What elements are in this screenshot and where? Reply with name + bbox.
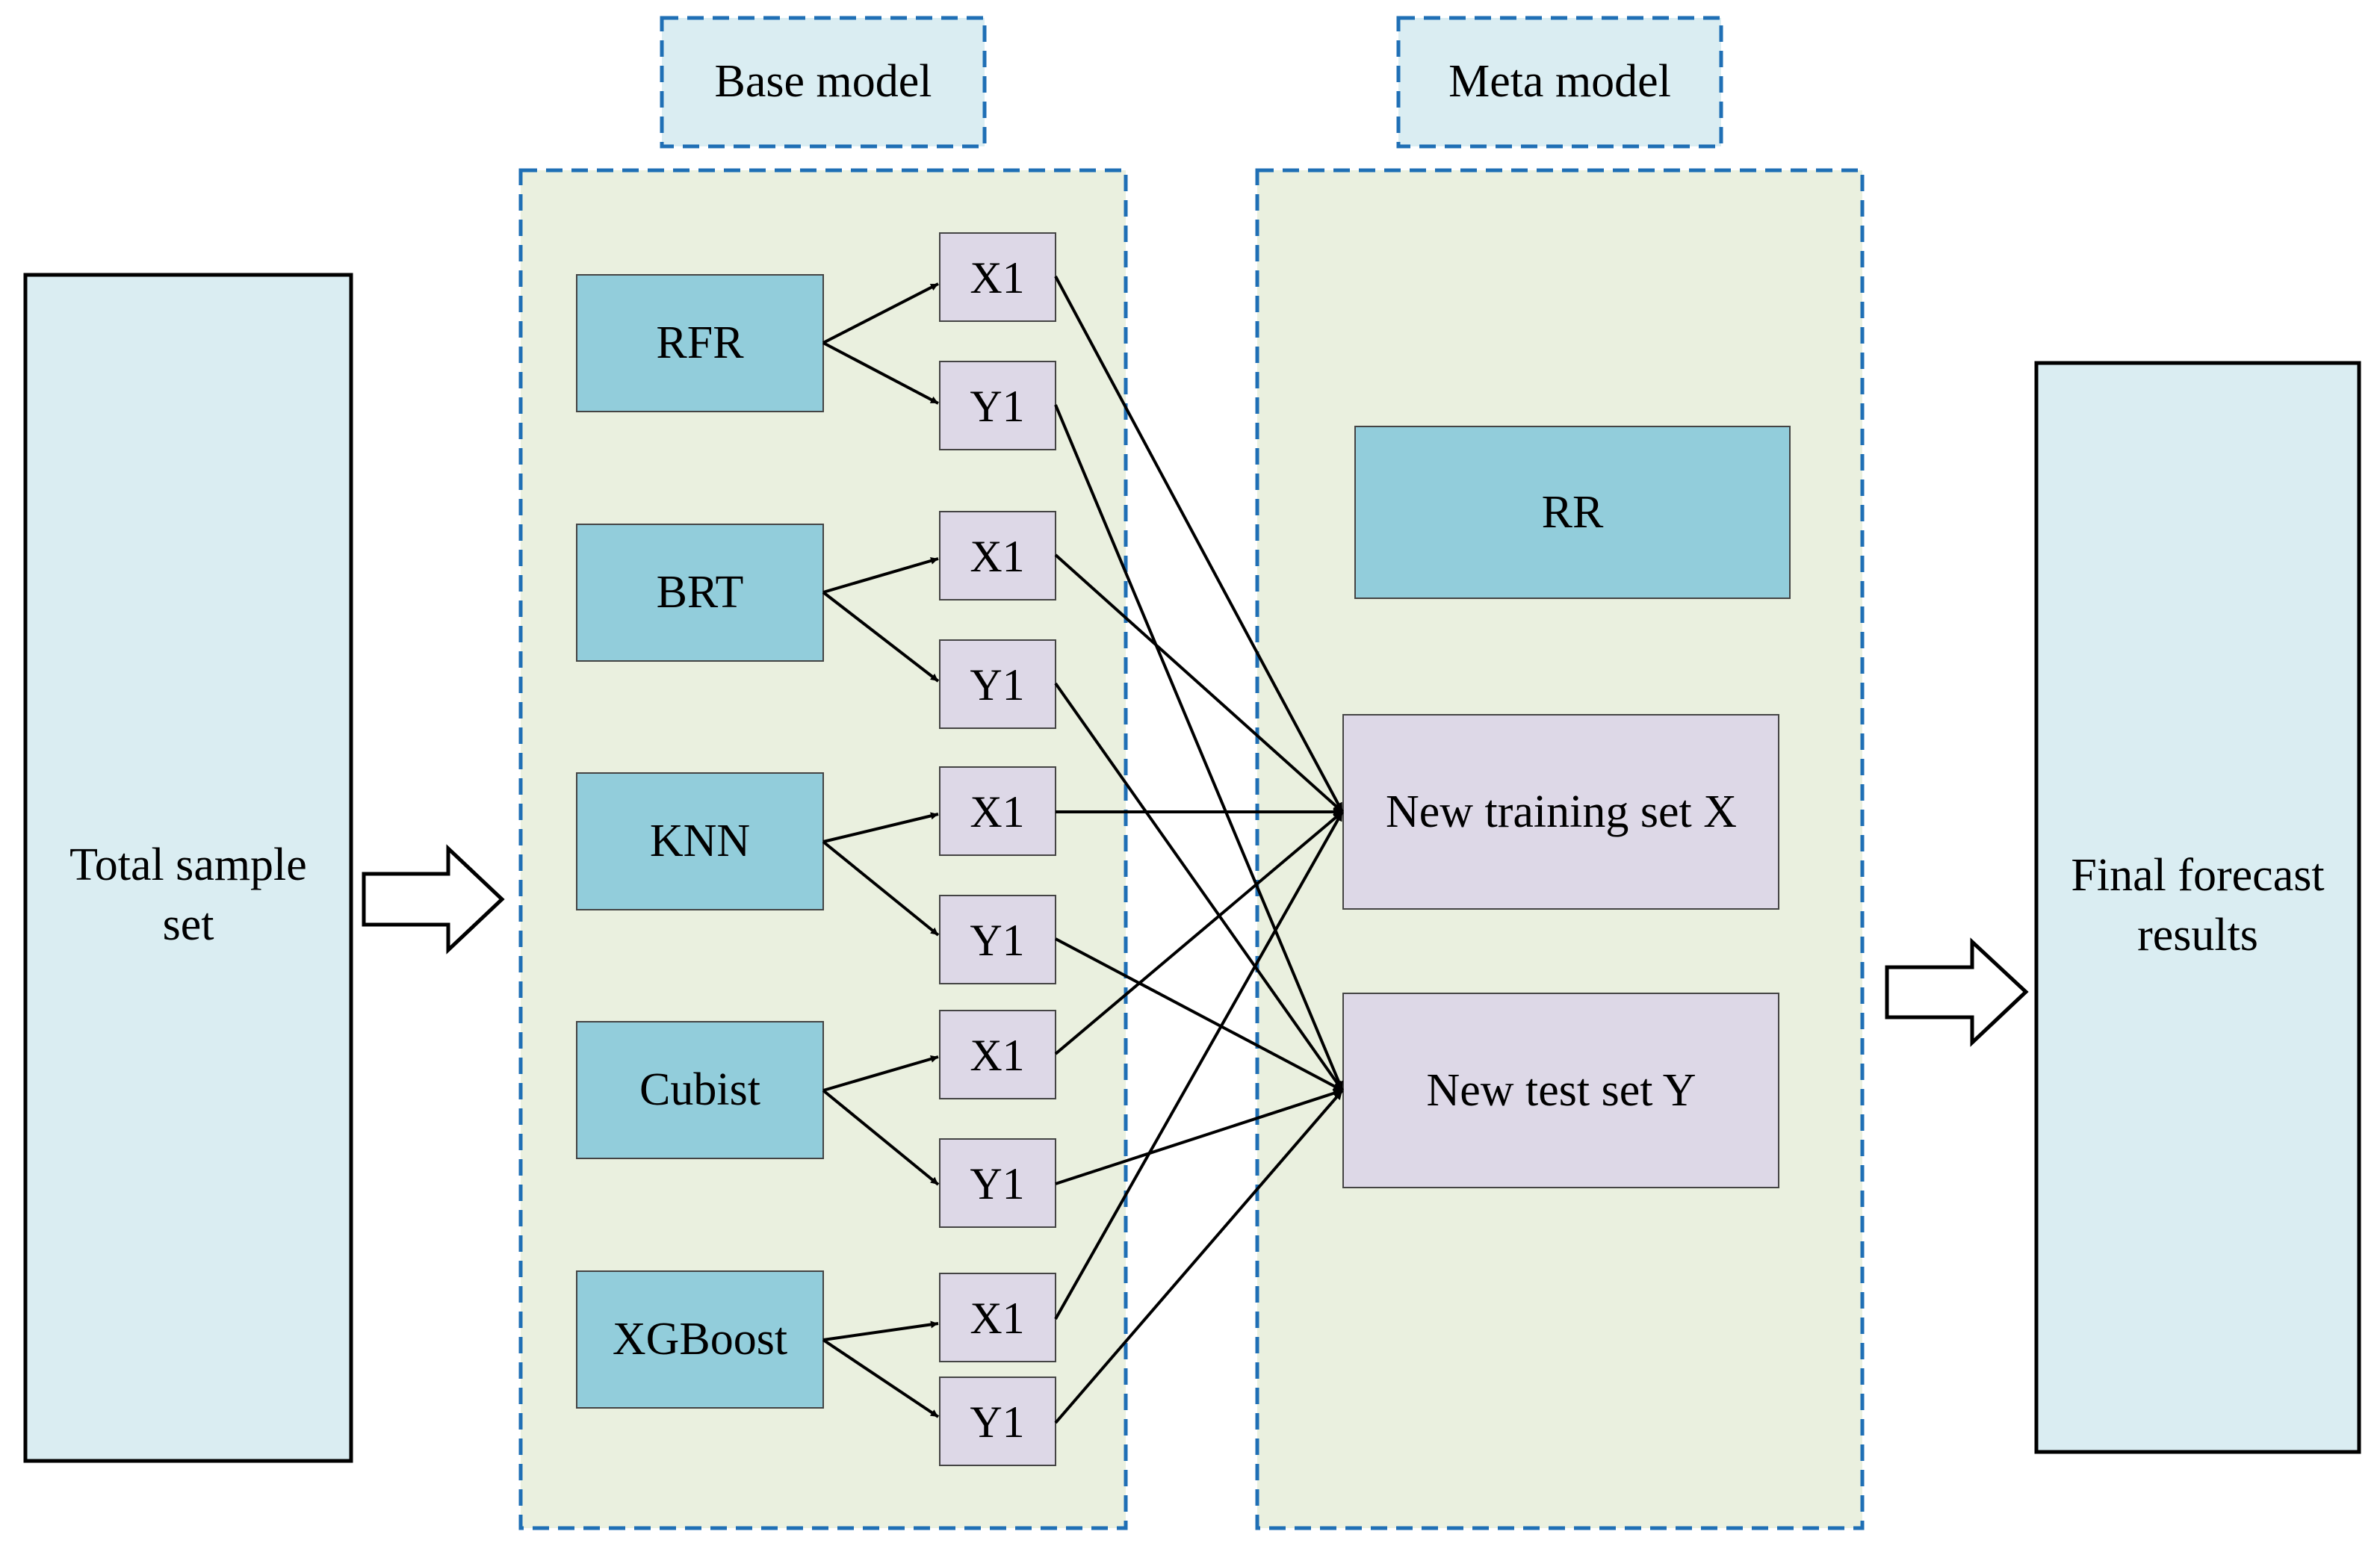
arrow-rfr-y1-to-test [1054, 404, 1344, 1091]
base-model-cubist-label: Cubist [639, 1064, 760, 1115]
base-model-rfr-label: RFR [656, 317, 744, 368]
arrow-cubist-y1-to-test [1055, 1089, 1343, 1185]
arrow-brt-y1-to-test [1054, 682, 1344, 1092]
output-knn-x1-label: X1 [970, 787, 1024, 837]
arrow-cubist-x1 [822, 1055, 939, 1092]
arrow-knn-x1 [822, 812, 939, 843]
output-brt-x1: X1 [939, 511, 1056, 600]
meta-model-header-label: Meta model [1448, 56, 1671, 107]
input-box: Total sample set [23, 273, 353, 1463]
meta-model-header [1396, 16, 1723, 149]
output-brt-x1-label: X1 [970, 532, 1024, 581]
meta-to-output-arrow [1885, 937, 2029, 1047]
output-cubist-y1: Y1 [939, 1138, 1056, 1228]
base-model-xgboost-label: XGBoost [613, 1314, 787, 1365]
arrow-rfr-y1 [822, 341, 939, 405]
arrow-xgboost-x1 [822, 1320, 939, 1341]
output-knn-y1: Y1 [939, 895, 1056, 984]
output-brt-y1-label: Y1 [970, 660, 1024, 710]
base-model-knn: KNN [576, 772, 824, 910]
output-rfr-x1-label: X1 [970, 253, 1024, 302]
output-box: Final forecast results [2034, 361, 2361, 1454]
output-to-meta-arrows [1054, 276, 1344, 1424]
output-rfr-y1: Y1 [939, 361, 1056, 450]
new-training-set-box: New training set X [1342, 714, 1779, 910]
output-xgboost-x1: X1 [939, 1273, 1056, 1362]
new-test-set-box: New test set Y [1342, 993, 1779, 1188]
base-model-brt-label: BRT [657, 567, 744, 618]
output-knn-y1-label: Y1 [970, 916, 1024, 965]
base-model-cubist: Cubist [576, 1021, 824, 1159]
output-rfr-y1-label: Y1 [970, 382, 1024, 431]
base-to-output-arrows [822, 282, 940, 1418]
base-model-header [660, 16, 987, 149]
new-training-set-label: New training set X [1386, 786, 1737, 837]
arrow-brt-y1 [822, 591, 940, 683]
base-model-brt: BRT [576, 524, 824, 662]
arrow-brt-x1 [822, 557, 939, 594]
output-xgboost-x1-label: X1 [970, 1294, 1024, 1343]
arrow-cubist-x1-to-training [1054, 810, 1344, 1055]
arrow-xgboost-x1-to-training [1054, 811, 1344, 1320]
arrow-rfr-x1 [822, 282, 939, 344]
input-to-base-arrow [362, 844, 505, 955]
arrow-knn-y1 [822, 840, 940, 937]
base-model-xgboost: XGBoost [576, 1270, 824, 1409]
output-cubist-y1-label: Y1 [970, 1159, 1024, 1208]
arrow-brt-x1-to-training [1054, 553, 1344, 813]
output-box-line-2: results [2137, 910, 2258, 960]
input-box-line-1: Total sample [69, 839, 307, 890]
base-model-knn-label: KNN [650, 816, 750, 866]
output-xgboost-y1: Y1 [939, 1377, 1056, 1466]
arrow-knn-y1-to-test [1055, 937, 1343, 1092]
base-model-rfr: RFR [576, 274, 824, 412]
output-rfr-x1: X1 [939, 232, 1056, 322]
arrow-xgboost-y1-to-test [1054, 1089, 1344, 1424]
output-cubist-x1-label: X1 [970, 1031, 1024, 1080]
arrow-xgboost-y1 [822, 1338, 940, 1418]
meta-model-rr-label: RR [1542, 487, 1604, 538]
output-box-line-1: Final forecast [2071, 850, 2324, 901]
input-box-line-2: set [163, 899, 214, 950]
output-cubist-x1: X1 [939, 1010, 1056, 1099]
arrow-cubist-y1 [822, 1089, 940, 1186]
output-brt-y1: Y1 [939, 639, 1056, 729]
new-test-set-label: New test set Y [1426, 1065, 1696, 1116]
output-xgboost-y1-label: Y1 [970, 1397, 1024, 1447]
arrow-rfr-x1-to-training [1054, 276, 1344, 813]
meta-model-rr: RR [1354, 426, 1791, 599]
output-knn-x1: X1 [939, 766, 1056, 856]
base-model-header-label: Base model [715, 56, 932, 107]
